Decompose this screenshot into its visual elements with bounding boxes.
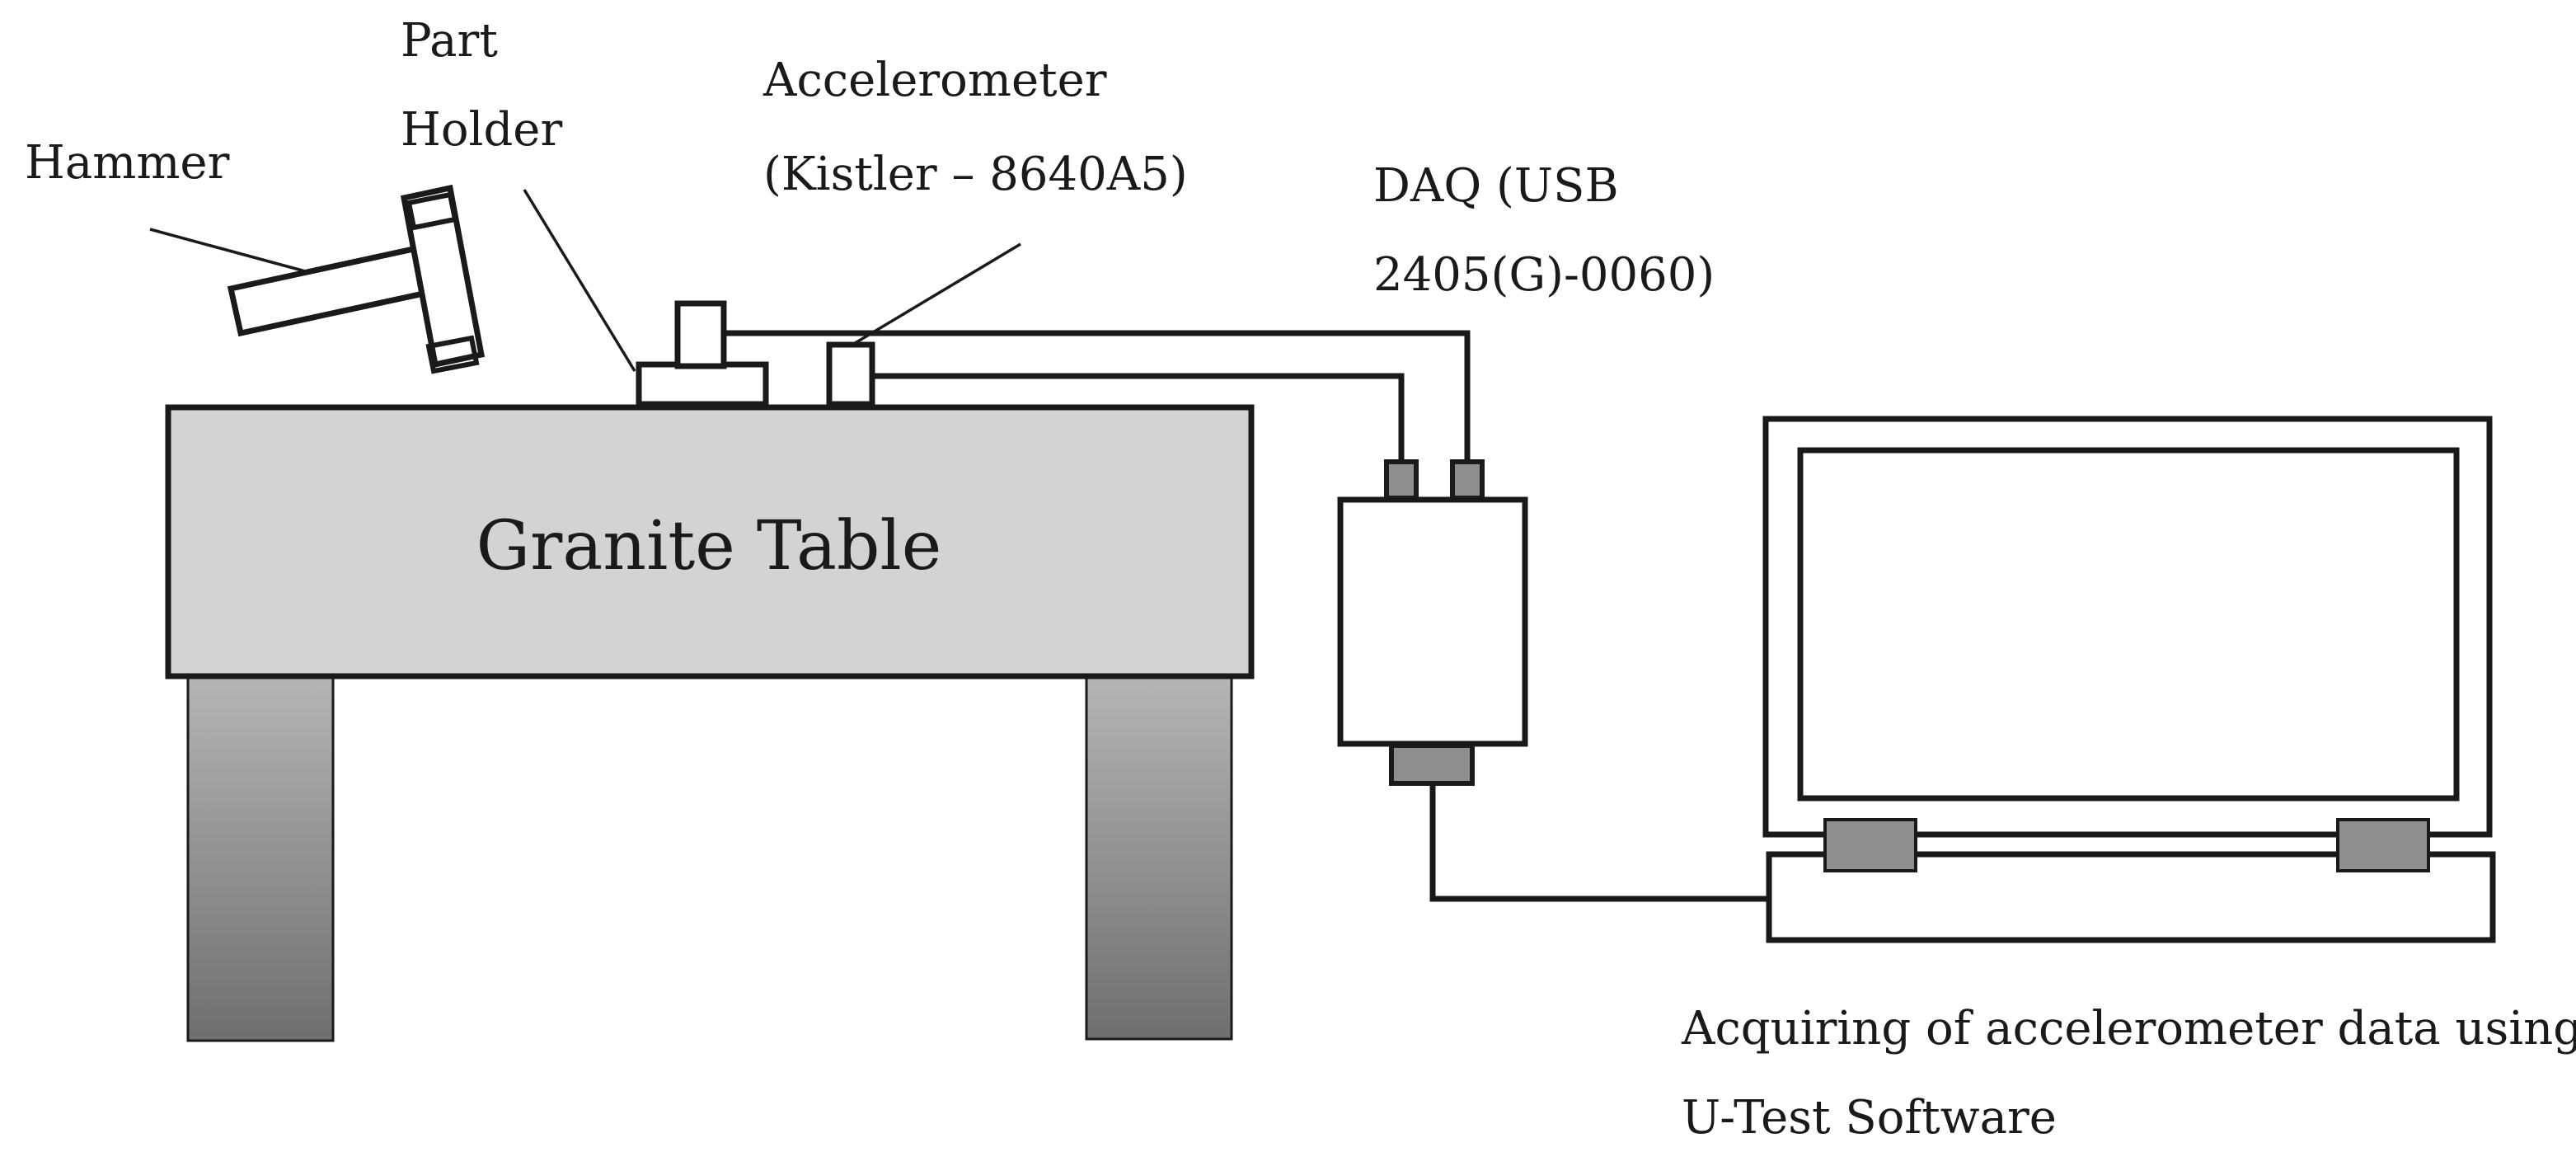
part-holder-label-line1: Part: [401, 14, 498, 68]
daq-device: [1337, 459, 1528, 786]
cable-part-holder-to-daq: [724, 330, 1471, 463]
laptop: [1762, 416, 2496, 943]
part-holder-label-line2: Holder: [401, 103, 562, 157]
daq-input-connector-1: [1384, 459, 1419, 501]
software-label-line1: Acquiring of accelerometer data using: [1681, 1002, 2576, 1056]
daq-body: [1337, 496, 1528, 747]
accelerometer-label-line2: (Kistler – 8640A5): [763, 148, 1188, 201]
part-holder-leader-line: [523, 189, 636, 372]
table-top: [165, 404, 1255, 679]
part-holder-post: [674, 300, 727, 369]
hammer-leader-line: [149, 228, 309, 274]
accelerometer-leader-line: [852, 242, 1021, 346]
laptop-screen: [1797, 447, 2460, 802]
part-holder-base: [636, 361, 769, 407]
hammer-head: [400, 184, 486, 369]
daq-usb-connector: [1389, 743, 1475, 786]
laptop-hinge-left: [1823, 818, 1917, 872]
accelerometer-label-line1: Accelerometer: [762, 54, 1107, 107]
hammer-head-cap-top: [406, 191, 458, 231]
accelerometer: [826, 341, 875, 407]
hammer-label: Hammer: [25, 136, 230, 190]
cable-accelerometer-to-daq: [872, 373, 1405, 463]
table-leg-left: [186, 675, 335, 1042]
table-leg-right: [1085, 675, 1233, 1041]
table-label: Granite Table: [476, 507, 942, 585]
usb-cable: [1429, 783, 1769, 902]
hammer-head-cap-bottom: [425, 335, 480, 374]
part-holder: [636, 300, 769, 407]
laptop-hinge-right: [2336, 818, 2430, 872]
daq-input-connector-2: [1450, 459, 1485, 501]
hammer: [227, 184, 486, 374]
daq-label-line2: 2405(G)-0060): [1373, 248, 1715, 302]
daq-label-line1: DAQ (USB: [1373, 159, 1619, 213]
software-label-line2: U-Test Software: [1682, 1091, 2057, 1145]
granite-table: Granite Table: [165, 404, 1255, 1042]
